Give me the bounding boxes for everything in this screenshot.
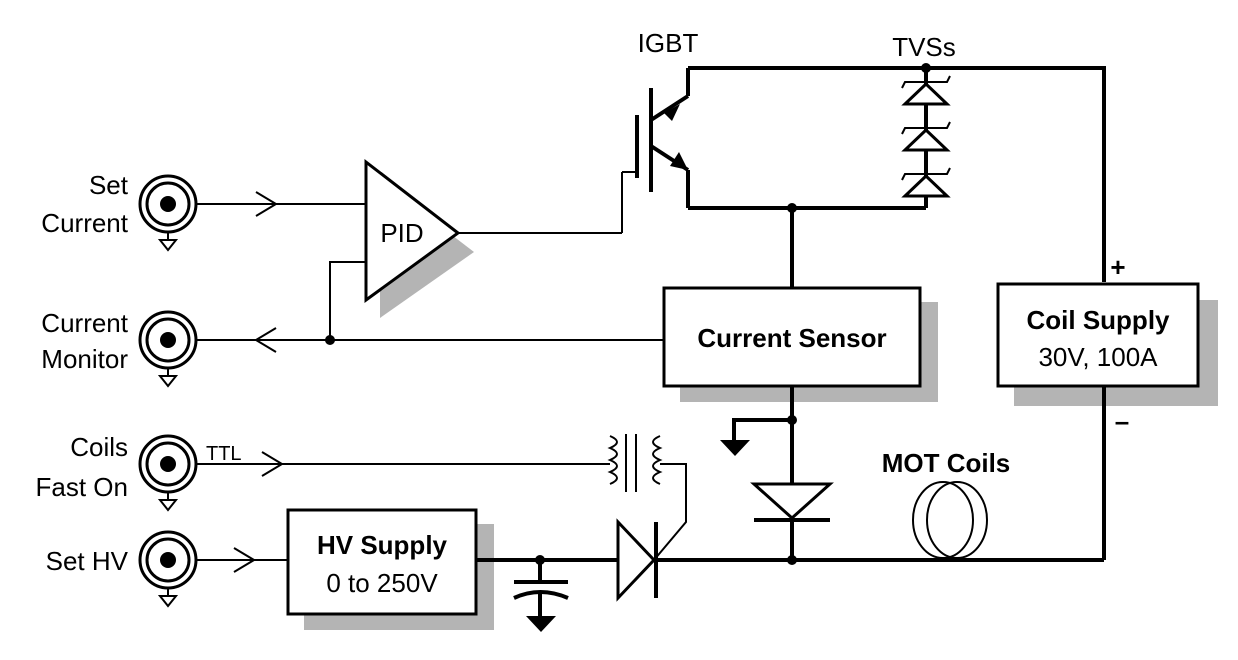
current-monitor-arrow — [254, 327, 277, 353]
junction-dot — [535, 555, 545, 565]
connector-label: Set HV — [46, 546, 129, 576]
junction-dot — [787, 415, 797, 425]
tvs-label: TVSs — [892, 32, 956, 62]
connector-label: Current — [41, 208, 128, 238]
connector-label: Fast On — [36, 472, 128, 502]
capacitor — [513, 560, 569, 632]
connector-label: Coils — [70, 432, 128, 462]
current-sensor-label: Current Sensor — [697, 323, 886, 353]
pid-feedback-wire — [329, 261, 366, 340]
hv-supply-rating: 0 to 250V — [326, 568, 438, 598]
coil-supply-box — [996, 282, 1200, 388]
bnc-connector-coils-fast-on — [138, 434, 198, 512]
hv-supply-title: HV Supply — [317, 530, 448, 560]
ground-branch-wire — [732, 418, 792, 442]
top-rail-wire — [688, 66, 1106, 282]
current-sensor-box — [662, 286, 922, 388]
pid-label: PID — [380, 218, 423, 248]
set-hv-arrow — [233, 547, 256, 573]
hv-supply-box — [286, 508, 478, 616]
pulse-transformer — [607, 434, 663, 492]
mot-coils-symbol — [912, 481, 988, 559]
minus-label: – — [1115, 406, 1129, 436]
ground-arrow — [720, 440, 750, 456]
coil-supply-title: Coil Supply — [1027, 305, 1171, 335]
bnc-connector-set-hv — [138, 530, 198, 608]
pid-amplifier — [364, 158, 461, 303]
connector-label: Set — [89, 170, 129, 200]
igbt-transistor — [457, 68, 690, 234]
set-current-arrow — [255, 191, 278, 217]
junction-dot — [787, 203, 797, 213]
coil-supply-rating: 30V, 100A — [1038, 342, 1158, 372]
plus-label: + — [1110, 252, 1125, 282]
tvs-diodes — [901, 63, 951, 208]
igbt-label: IGBT — [638, 28, 699, 58]
ttl-label: TTL — [206, 443, 242, 465]
ttl-arrow — [261, 451, 284, 477]
bnc-connector-current-monitor — [138, 310, 198, 388]
freewheel-diode — [750, 482, 834, 560]
thyristor — [616, 463, 687, 602]
mot-coils-label: MOT Coils — [882, 448, 1011, 478]
connector-label: Current — [41, 308, 128, 338]
connector-label: Monitor — [41, 344, 128, 374]
bnc-connector-set-current — [138, 174, 198, 252]
